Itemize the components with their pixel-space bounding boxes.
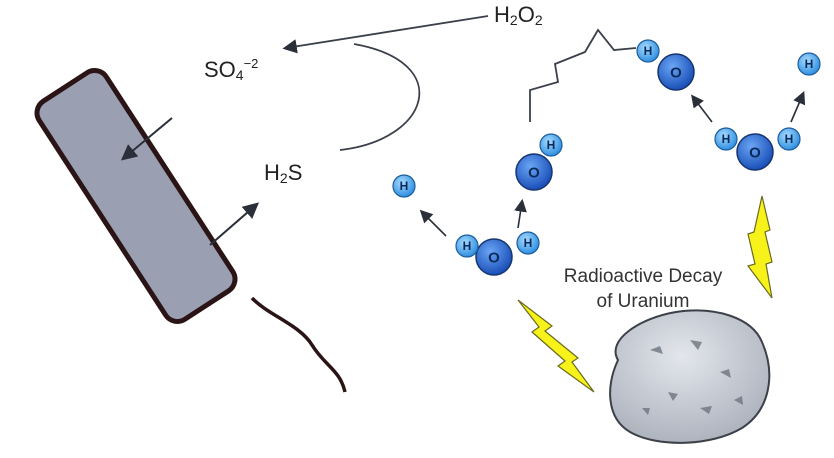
oxygen-atom-label: O: [670, 65, 682, 82]
flagellum: [250, 296, 347, 393]
hydrogen-atom-label: H: [463, 239, 472, 253]
caption-line-1: Radioactive Decay: [563, 266, 723, 287]
hydrogen-atom-label: H: [805, 57, 814, 71]
hydroxyl-radical: O H: [515, 133, 563, 191]
dissociation-arrow: [514, 198, 527, 229]
lightning-bolt-icon: [517, 299, 595, 393]
oxygen-atom-label: O: [528, 165, 540, 182]
caption-line-2: of Uranium: [596, 291, 690, 312]
lightning-bolt-icon: [746, 195, 773, 299]
reaction-curve: [339, 43, 421, 151]
dissociation-arrow: [691, 94, 713, 123]
bracket-connector: [529, 28, 637, 122]
h2s-release-arrow: [209, 202, 260, 246]
h2o2-to-sulfate-arrow: [282, 15, 489, 54]
hydrogen-atom-label: H: [524, 236, 533, 250]
dissociation-arrow: [419, 209, 447, 237]
uranium-rock-icon: [609, 309, 771, 444]
hydrogen-atom-label: H: [722, 132, 731, 146]
free-hydrogen-atom: [392, 174, 416, 198]
hydrogen-atom-label: H: [400, 179, 409, 193]
h2o2-label: H2O2: [494, 2, 543, 28]
oxygen-atom-label: O: [749, 145, 761, 162]
water-molecule-icon: O H H: [714, 127, 801, 171]
h2s-label: H2S: [264, 160, 303, 186]
radioactive-decay-caption: Radioactive Decay of Uranium: [532, 264, 754, 314]
bacterium-icon: [34, 68, 347, 393]
sulfate-label: SO4−2: [204, 56, 259, 83]
free-hydrogen-atom: [797, 52, 821, 76]
sulfate-uptake-arrow: [120, 117, 173, 161]
oxygen-atom-label: O: [488, 250, 500, 267]
water-molecule-icon: O H H: [455, 231, 540, 276]
dissociation-arrow: [790, 91, 806, 123]
hydroxyl-radical: O H: [636, 39, 695, 91]
hydrogen-atom-label: H: [547, 138, 556, 152]
hydrogen-atom-label: H: [644, 44, 653, 58]
hydrogen-atom-label: H: [785, 132, 794, 146]
